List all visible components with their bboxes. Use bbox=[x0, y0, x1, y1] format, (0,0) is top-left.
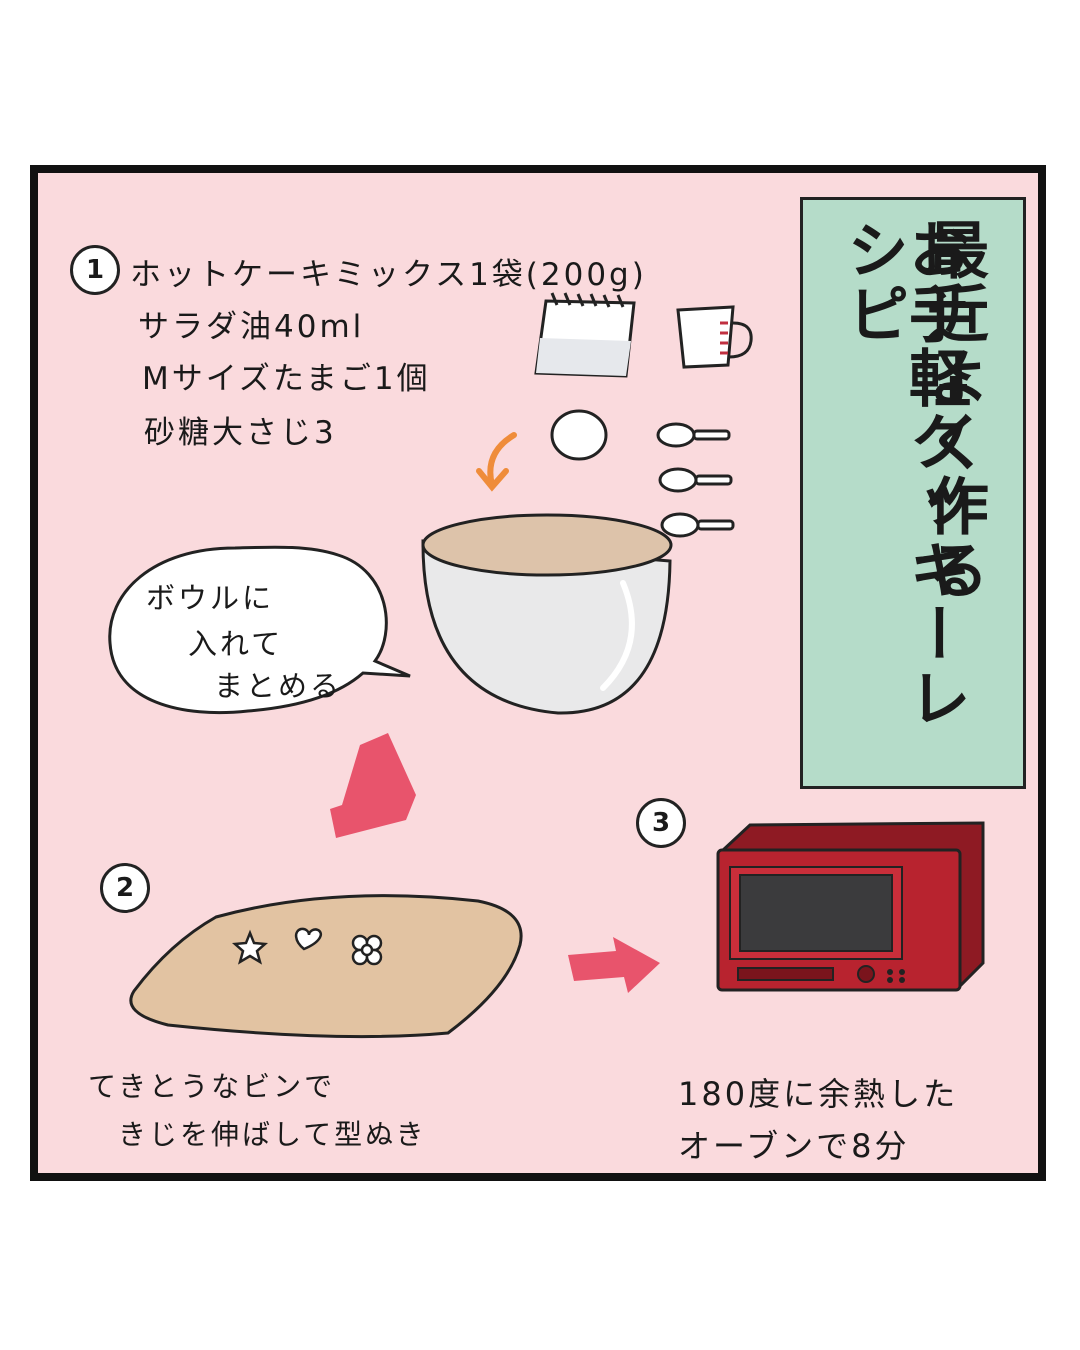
comic-panel: 最近よく作る お手軽クッキーレシピ 1 ホットケーキミックス1袋(200g) サ… bbox=[30, 165, 1046, 1181]
tablespoon-icon bbox=[658, 467, 733, 493]
step-2-caption-line-2: きじを伸ばして型ぬき bbox=[118, 1118, 427, 1151]
step-1-number: 1 bbox=[70, 245, 120, 295]
right-arrow-icon bbox=[568, 937, 660, 993]
tablespoon-icon bbox=[660, 512, 735, 538]
star-cutout-icon bbox=[231, 929, 269, 965]
step-2-caption-line-1: てきとうなビンで bbox=[88, 1070, 336, 1103]
illustration-layer bbox=[108, 292, 985, 1039]
ingredient-oil: サラダ油40ml bbox=[138, 309, 365, 345]
egg-icon bbox=[550, 409, 608, 461]
mixing-bowl-icon bbox=[421, 513, 673, 715]
step-2-number: 2 bbox=[100, 863, 150, 913]
bubble-text-1: ボウルに bbox=[146, 581, 275, 615]
down-arrow-icon bbox=[330, 733, 416, 838]
measuring-cup-icon bbox=[676, 305, 753, 369]
bubble-text-2: 入れて bbox=[188, 627, 284, 661]
speech-bubble bbox=[108, 545, 411, 715]
tablespoon-icon bbox=[656, 422, 731, 448]
oven-toaster-icon bbox=[716, 821, 985, 992]
flower-cutout-icon bbox=[351, 934, 383, 966]
bubble-text-3: まとめる bbox=[214, 669, 343, 703]
curved-arrow-icon bbox=[476, 432, 517, 492]
title-line-1: 最近よく作る bbox=[916, 218, 989, 602]
title-line-2: お手軽クッキーレシピ bbox=[836, 218, 971, 730]
ingredient-egg: Mサイズたまご1個 bbox=[142, 361, 431, 397]
step-3-caption-line-2: オーブンで8分 bbox=[678, 1127, 910, 1165]
step-3-caption-line-1: 180度に余熱した bbox=[678, 1075, 959, 1113]
ingredient-sugar: 砂糖大さじ3 bbox=[144, 415, 337, 451]
pancake-mix-bag-icon bbox=[534, 292, 636, 378]
dough-sheet-icon bbox=[129, 894, 523, 1039]
heart-cutout-icon bbox=[294, 927, 322, 951]
title-box: 最近よく作る お手軽クッキーレシピ bbox=[800, 197, 1026, 789]
step-3-number: 3 bbox=[636, 798, 686, 848]
ingredient-pancake-mix: ホットケーキミックス1袋(200g) bbox=[130, 257, 647, 293]
